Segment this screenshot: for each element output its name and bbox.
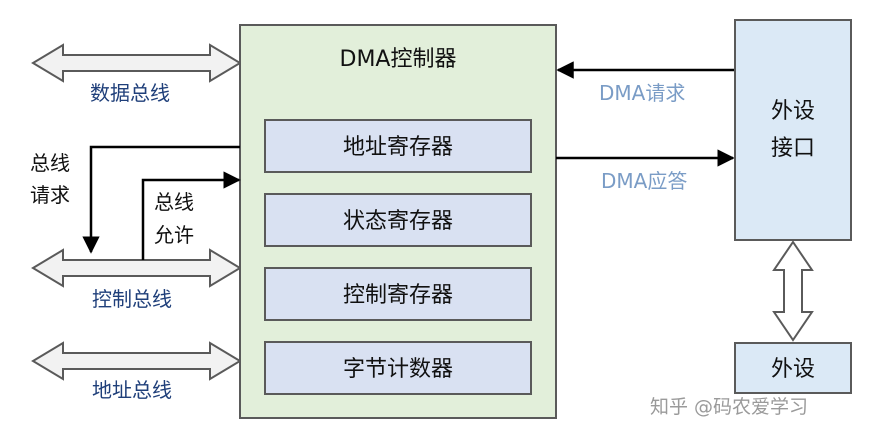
control-register-label: 控制寄存器 [343,283,453,308]
address-bus-arrow [31,341,242,381]
bus-grant-arrow [141,171,241,260]
data-bus-label: 数据总线 [90,81,170,105]
bus-request-arrow [82,145,240,254]
peripheral-interface-label-1: 外设 [771,99,815,124]
peripheral-interface-label-2: 接口 [771,136,815,161]
peripheral-label: 外设 [771,357,815,382]
address-register-box [264,119,532,173]
bus-grant-label-1: 总线 [154,190,194,214]
dma-request-label: DMA请求 [599,81,685,105]
dma-controller-title: DMA控制器 [340,47,457,72]
peripheral-interface-box [734,19,852,241]
control-register-box [264,267,532,321]
bus-request-label-1: 总线 [30,151,70,175]
peripheral-link-arrow [772,240,814,342]
byte-counter-box [264,341,532,395]
address-register-label: 地址寄存器 [343,135,453,160]
data-bus-arrow [31,43,242,83]
bus-grant-label-2: 允许 [154,223,194,247]
status-register-label: 状态寄存器 [343,209,453,234]
watermark: 知乎 @码农爱学习 [650,396,808,418]
byte-counter-label: 字节计数器 [343,357,453,382]
dma-ack-label: DMA应答 [601,169,687,193]
address-bus-label: 地址总线 [92,378,172,402]
peripheral-box [734,342,852,394]
status-register-box [264,193,532,247]
bus-request-label-2: 请求 [30,183,70,207]
control-bus-label: 控制总线 [92,287,172,311]
control-bus-arrow [31,248,242,288]
